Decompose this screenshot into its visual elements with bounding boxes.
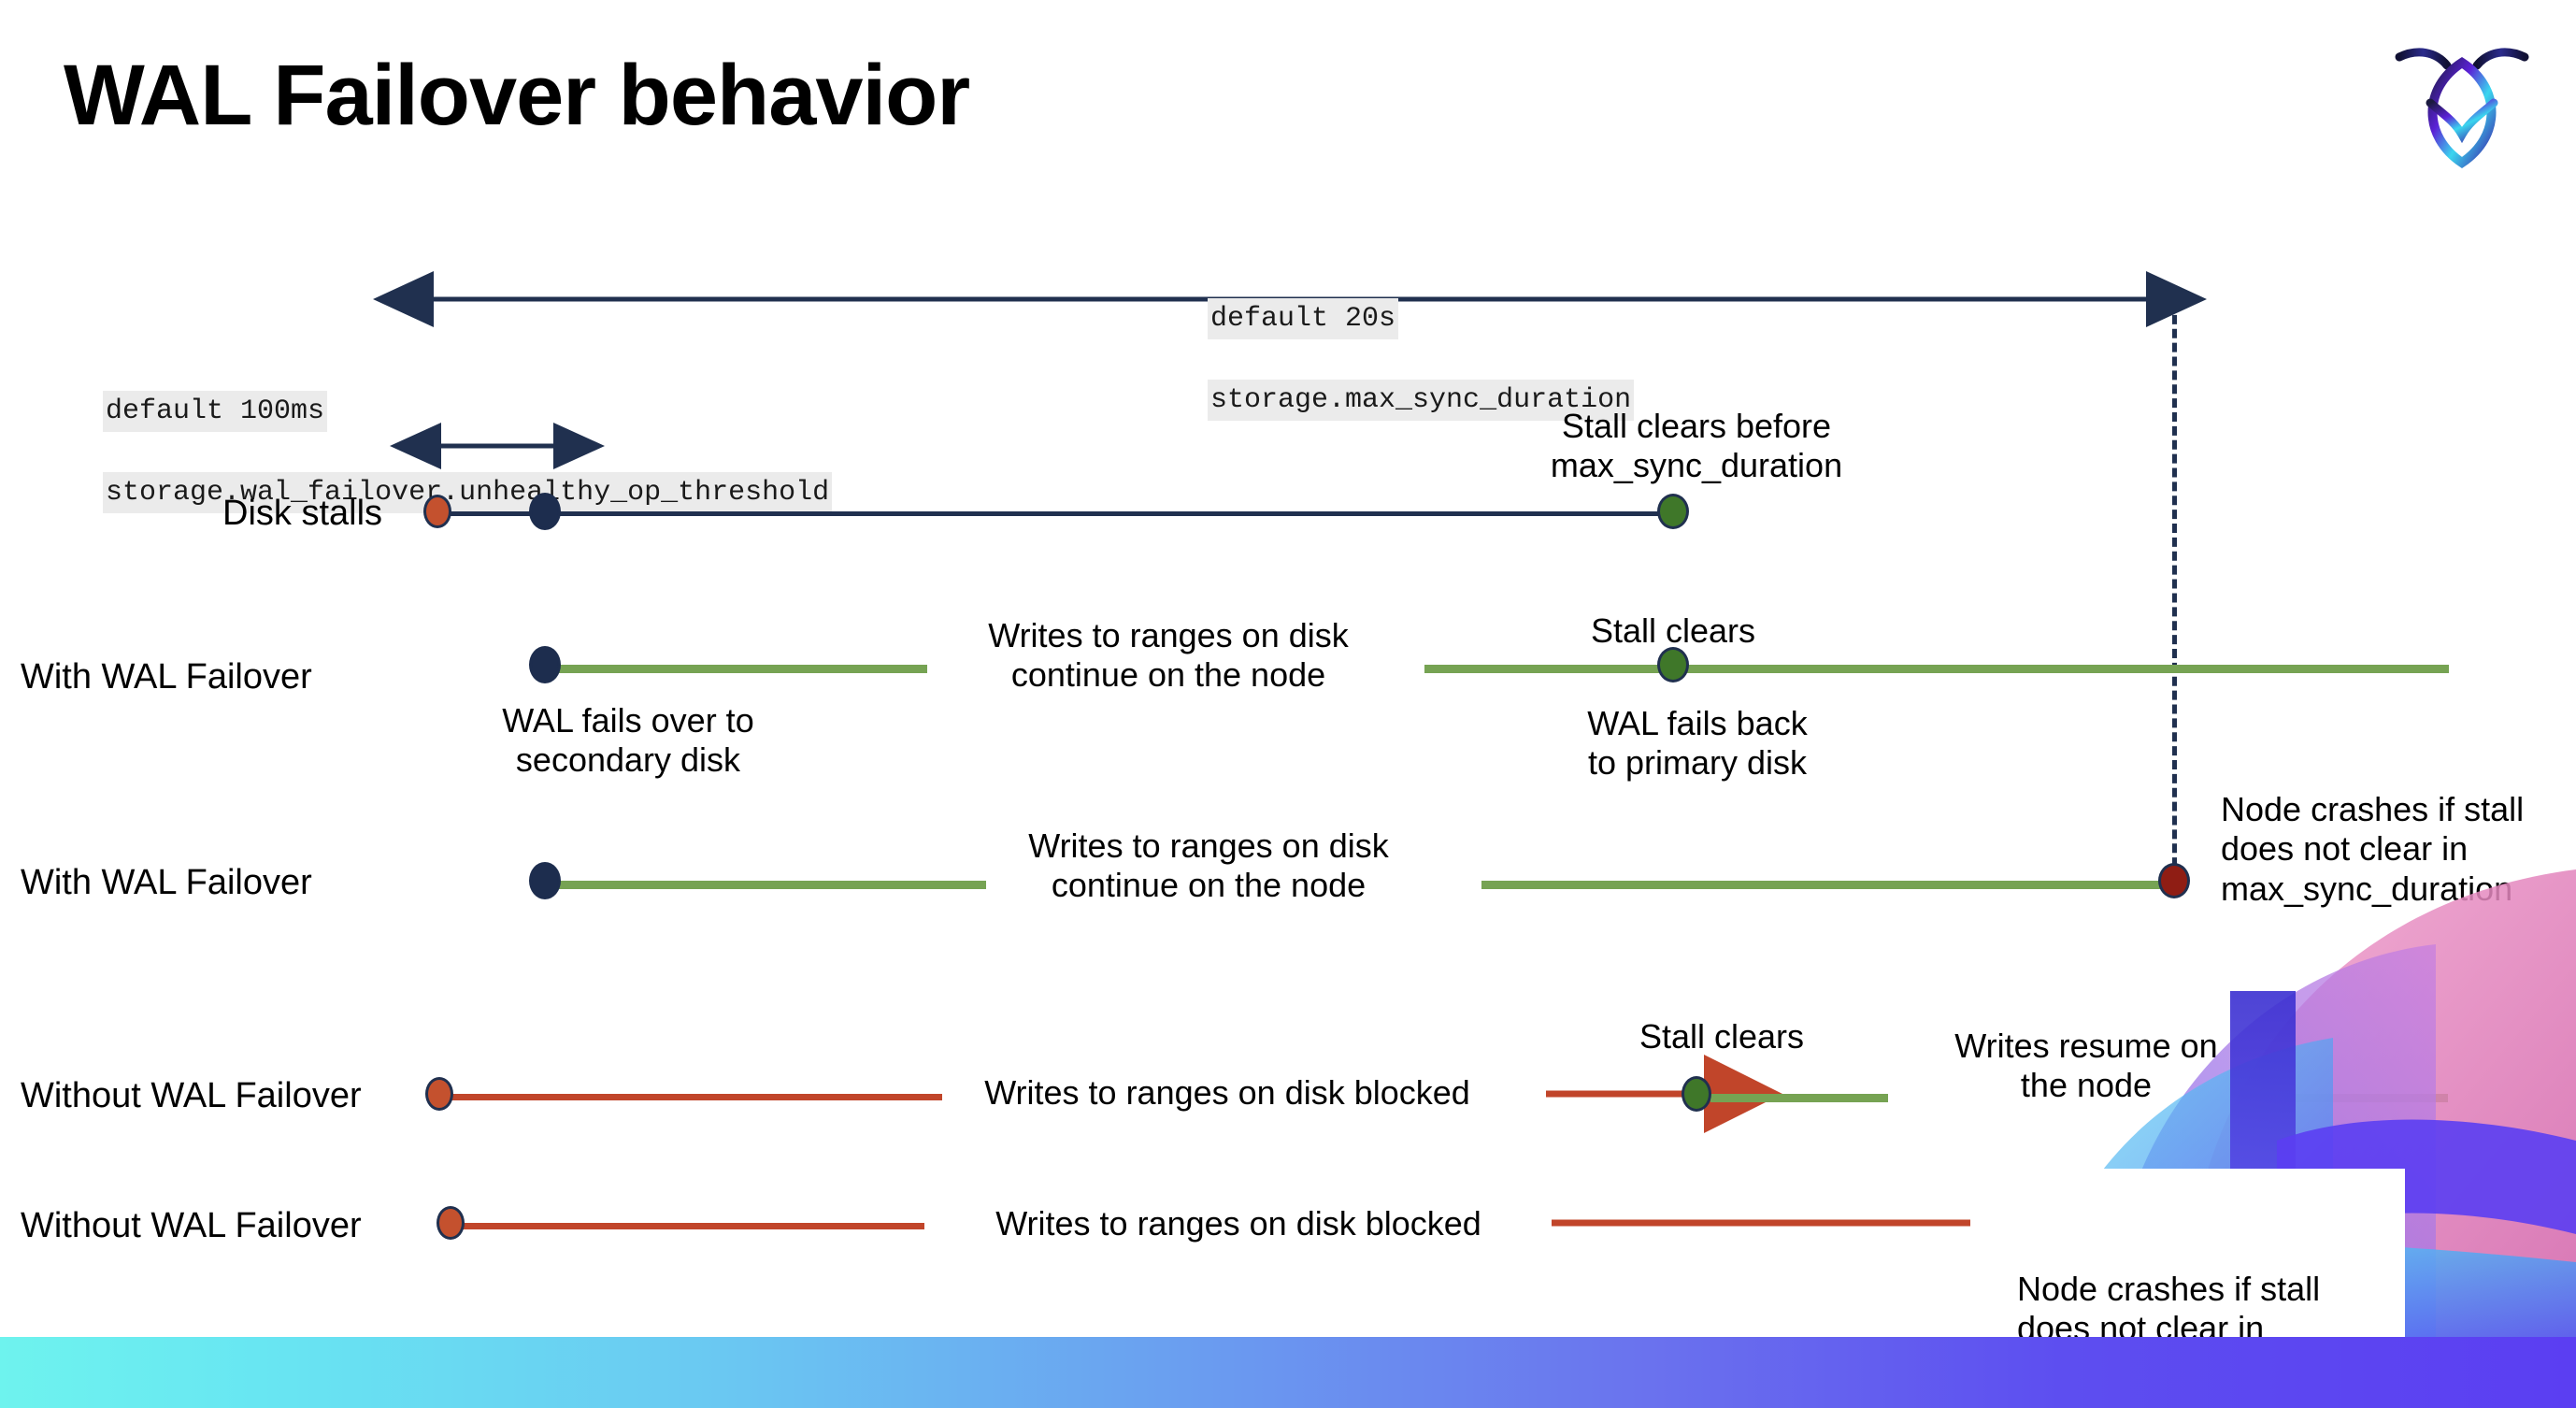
without-wal-1-blocked-segment xyxy=(449,1094,942,1100)
annotation-writes-blocked-1: Writes to ranges on disk blocked xyxy=(984,1073,1470,1112)
annotation-wal-fails-back: WAL fails back to primary disk xyxy=(1587,704,1808,783)
without-wal-1-stall-clears-dot xyxy=(1682,1076,1711,1112)
row-label-without-wal-failover-1: Without WAL Failover xyxy=(21,1076,362,1115)
wal-failover-2-start-dot xyxy=(529,862,561,899)
max-sync-duration-callout: default 20s storage.max_sync_duration xyxy=(1140,258,1635,461)
max-sync-default-label: default 20s xyxy=(1208,297,1399,340)
wal-failover-1-segment-b xyxy=(1424,665,2449,673)
annotation-stall-clears-before: Stall clears before max_sync_duration xyxy=(1550,407,1843,485)
disk-stall-detected-dot xyxy=(529,493,561,530)
annotation-stall-clears-2: Stall clears xyxy=(1639,1017,1805,1056)
wal-failover-1-segment-a xyxy=(542,665,927,673)
row-label-with-wal-failover-1: With WAL Failover xyxy=(21,657,312,697)
unhealthy-op-threshold-callout: default 100ms storage.wal_failover.unhea… xyxy=(36,351,833,553)
row-label-without-wal-failover-2: Without WAL Failover xyxy=(21,1206,362,1245)
annotation-stall-clears-1: Stall clears xyxy=(1590,611,1756,650)
without-wal-2-blocked-segment-a xyxy=(460,1223,924,1229)
wal-failover-2-segment-b xyxy=(1481,881,2178,889)
disk-stall-clears-dot xyxy=(1657,494,1689,529)
without-wal-1-resume-segment-a xyxy=(1710,1094,1888,1102)
without-wal-2-start-dot xyxy=(436,1206,465,1240)
annotation-writes-continue-1: Writes to ranges on disk continue on the… xyxy=(988,616,1349,695)
disk-stalls-timeline xyxy=(437,511,1681,516)
annotation-node-crashes-1: Node crashes if stall does not clear in … xyxy=(2221,790,2525,908)
unhealthy-name-label: storage.wal_failover.unhealthy_op_thresh… xyxy=(103,471,833,514)
cockroachdb-logo-icon xyxy=(2395,48,2529,169)
wal-failover-1-stall-clears-dot xyxy=(1657,647,1689,682)
wal-failover-2-segment-a xyxy=(542,881,986,889)
max-sync-duration-dropline xyxy=(2172,301,2177,881)
bottom-gradient-bar xyxy=(0,1337,2576,1408)
disk-stall-start-dot xyxy=(423,495,451,528)
unhealthy-default-label: default 100ms xyxy=(103,390,328,433)
row-label-with-wal-failover-2: With WAL Failover xyxy=(21,863,312,902)
without-wal-1-resume-segment-b xyxy=(2284,1094,2448,1102)
annotation-writes-resume: Writes resume on the node xyxy=(1954,1027,2218,1105)
row-label-disk-stalls: Disk stalls xyxy=(222,494,383,533)
annotation-writes-blocked-2: Writes to ranges on disk blocked xyxy=(995,1204,1481,1243)
wal-failover-1-start-dot xyxy=(529,646,561,683)
annotation-writes-continue-2: Writes to ranges on disk continue on the… xyxy=(1028,826,1389,905)
without-wal-1-start-dot xyxy=(425,1077,453,1111)
max-sync-name-label: storage.max_sync_duration xyxy=(1208,379,1635,422)
page-title: WAL Failover behavior xyxy=(64,48,970,143)
wal-failover-2-crash-dot xyxy=(2158,863,2190,898)
node-crashes-callout-card xyxy=(1970,1169,2405,1337)
unhealthy-op-threshold-span-arrow xyxy=(390,423,605,469)
annotation-wal-fails-over: WAL fails over to secondary disk xyxy=(502,701,754,780)
